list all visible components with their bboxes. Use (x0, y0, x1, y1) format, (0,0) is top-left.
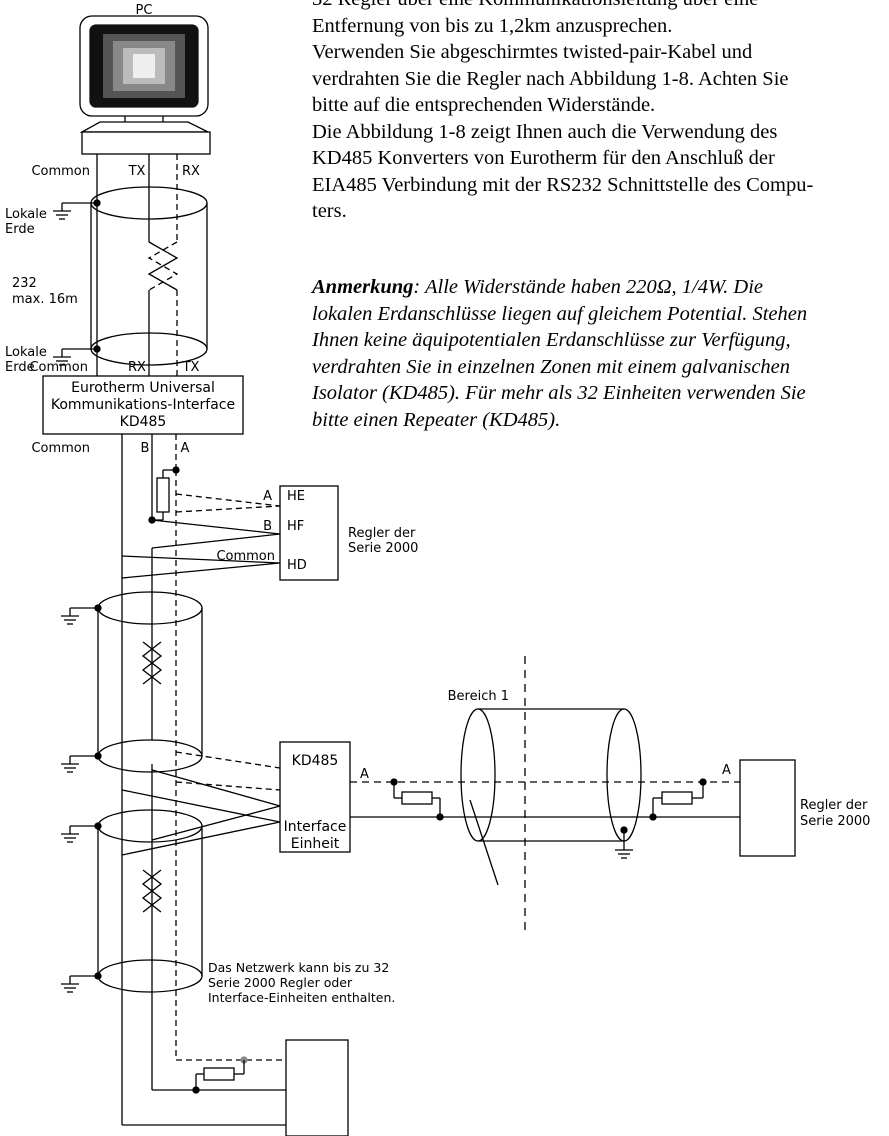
body-line: Die Abbildung 1-8 zeigt Ihnen auch die V… (312, 120, 778, 143)
label-a: A (181, 441, 190, 456)
body-line: bitte auf die entsprechenden Widerstände… (312, 94, 656, 116)
label-regler-2b: Serie 2000 (800, 814, 870, 829)
note-line: : Alle Widerstände haben 220Ω, 1/4W. Die (413, 276, 764, 298)
label-a-right: A (722, 763, 731, 778)
label-erde-1: Erde (5, 222, 35, 237)
note-line: Isolator (KD485). Für mehr als 32 Einhei… (312, 382, 806, 404)
cable-232 (52, 154, 208, 376)
label-netz-3: Interface-Einheiten enthalten. (208, 990, 395, 1005)
note-line: Ihnen keine äquipotentialen Erdanschlüss… (312, 329, 791, 351)
label-a-he: A (263, 489, 272, 504)
label-regler-2a: Regler der (800, 798, 868, 813)
label-common-hd: Common (216, 549, 275, 564)
regler-box-1 (279, 485, 339, 581)
label-he: HE (287, 489, 305, 504)
kd485-box (279, 741, 351, 853)
label-max-16m: max. 16m (12, 292, 78, 307)
label-rx: RX (182, 164, 200, 179)
label-232: 232 (12, 276, 37, 291)
interface-box (42, 375, 244, 435)
label-regler-1a: Regler der (348, 526, 416, 541)
label-rx-2: RX (128, 360, 146, 375)
label-interface-einheit-1: Interface (284, 819, 347, 835)
label-common-top: Common (31, 164, 90, 179)
label-tx: TX (128, 164, 146, 179)
note-label: Anmerkung (312, 276, 414, 298)
label-b: B (141, 441, 150, 456)
body-line: verdrahten Sie die Regler nach Abbildung… (312, 67, 789, 90)
label-erde-2: Erde (5, 360, 35, 375)
label-bereich: Bereich 1 (448, 689, 509, 704)
regler-box-2 (739, 759, 796, 857)
label-interface-1: Eurotherm Universal (71, 380, 215, 396)
body-line: Entfernung von bis zu 1,2km anzusprechen… (312, 14, 673, 37)
last-device-box (285, 1039, 349, 1136)
note-line-1: Anmerkung: Alle Widerstände haben 220Ω, … (312, 274, 889, 301)
note-line: verdrahten Sie in einzelnen Zonen mit ei… (312, 355, 791, 378)
pc-computer-icon (79, 15, 211, 155)
label-hd: HD (287, 558, 307, 573)
label-regler-1b: Serie 2000 (348, 541, 418, 556)
body-line: KD485 Konverters von Eurotherm für den A… (312, 147, 775, 169)
label-b-hf: B (263, 519, 272, 534)
note-text: Anmerkung: Alle Widerstände haben 220Ω, … (312, 274, 889, 433)
label-interface-2: Kommunikations-Interface (51, 397, 235, 413)
label-tx-2: TX (182, 360, 200, 375)
label-kd485: KD485 (292, 753, 339, 769)
label-pc: PC (136, 3, 153, 18)
body-line: Verwenden Sie abgeschirmtes twisted-pair… (312, 41, 753, 63)
body-line: EIA485 Verbindung mit der RS232 Schnitts… (312, 173, 814, 196)
label-netz-1: Das Netzwerk kann bis zu 32 (208, 960, 389, 975)
label-interface-einheit-2: Einheit (291, 836, 340, 852)
label-lokale-1: Lokale (5, 207, 47, 222)
bus-wiring (60, 434, 286, 1126)
note-line: lokalen Erdanschlüsse liegen auf gleiche… (312, 302, 808, 325)
label-interface-3: KD485 (120, 414, 167, 430)
body-text: 32 Regler über eine Kommunikationsleitun… (312, 0, 889, 225)
label-common-low: Common (31, 441, 90, 456)
body-line: ters. (312, 200, 347, 222)
label-a-kd: A (360, 767, 369, 782)
note-line: bitte einen Repeater (KD485). (312, 408, 561, 431)
label-common-mid: Common (29, 360, 88, 375)
body-line: 32 Regler über eine Kommunikationsleitun… (312, 0, 889, 13)
label-lokale-2: Lokale (5, 345, 47, 360)
label-hf: HF (287, 519, 304, 534)
zone-cable (350, 708, 740, 886)
label-netz-2: Serie 2000 Regler oder (208, 975, 353, 990)
